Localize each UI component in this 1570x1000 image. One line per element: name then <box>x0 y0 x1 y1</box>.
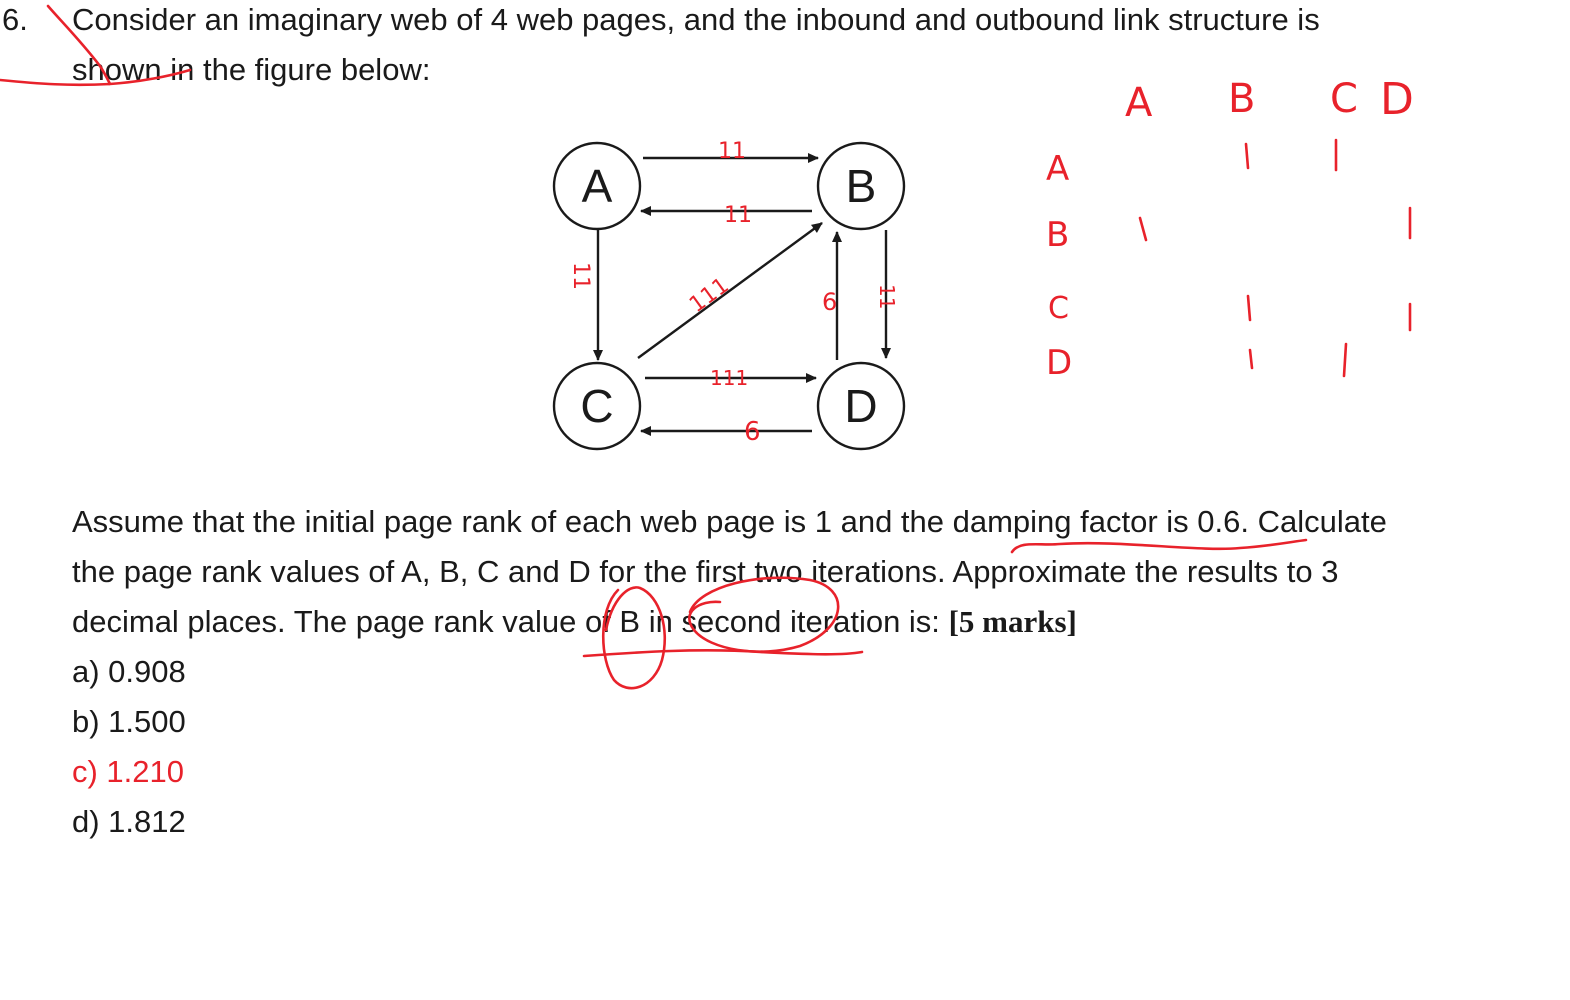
ink-matrix-row-a: A <box>1046 149 1069 189</box>
ink-mark-cb: 111 <box>685 273 734 318</box>
option-b[interactable]: b) 1.500 <box>72 704 186 739</box>
node-b-label: B <box>846 160 877 212</box>
ink-mark-ab: 11 <box>718 139 746 164</box>
question-body-line-3: decimal places. The page rank value of B… <box>72 602 1077 642</box>
ink-matrix-row-c: C <box>1048 291 1069 326</box>
question-body-text: decimal places. The page rank value of B… <box>72 604 940 639</box>
ink-mark-bd: 11 <box>875 284 899 309</box>
question-body-line-1: Assume that the initial page rank of eac… <box>72 504 1387 539</box>
question-intro-line-1: Consider an imaginary web of 4 web pages… <box>72 2 1320 37</box>
ink-swoosh-question-number <box>0 4 192 87</box>
ink-matrix-col-b: B <box>1228 76 1255 122</box>
question-body-line-2: the page rank values of A, B, C and D fo… <box>72 554 1339 589</box>
ink-matrix-row-b: B <box>1046 215 1069 255</box>
option-c-selected[interactable]: c) 1.210 <box>72 754 185 789</box>
ink-circle-second-iteration <box>688 576 840 653</box>
marks-label: [5 marks] <box>948 604 1077 639</box>
ink-underline-second-iteration <box>582 649 864 658</box>
option-a[interactable]: a) 0.908 <box>72 654 186 689</box>
ink-underline-damping <box>1010 538 1308 554</box>
ink-circle-of <box>601 586 667 690</box>
node-d-label: D <box>844 380 877 432</box>
node-c-label: C <box>580 380 613 432</box>
node-d <box>816 361 906 451</box>
ink-matrix-col-c: C <box>1330 76 1358 122</box>
ink-mark-ac: 11 <box>568 262 593 290</box>
node-a <box>552 141 642 231</box>
ink-matrix-entries <box>1138 138 1412 378</box>
ink-matrix-row-d: D <box>1046 343 1072 383</box>
ink-matrix-col-a: A <box>1125 80 1153 126</box>
ink-mark-cd: 111 <box>710 366 748 390</box>
edge-c-to-b <box>637 222 823 359</box>
node-b <box>816 141 906 231</box>
node-c <box>552 361 642 451</box>
option-d[interactable]: d) 1.812 <box>72 804 186 839</box>
question-number: 6. <box>2 2 28 37</box>
ink-mark-db: 6 <box>822 288 837 316</box>
ink-mark-ba: 11 <box>724 203 752 228</box>
ink-mark-dc: 6 <box>744 417 761 447</box>
ink-matrix-col-d: D <box>1380 74 1414 125</box>
node-a-label: A <box>582 160 613 212</box>
